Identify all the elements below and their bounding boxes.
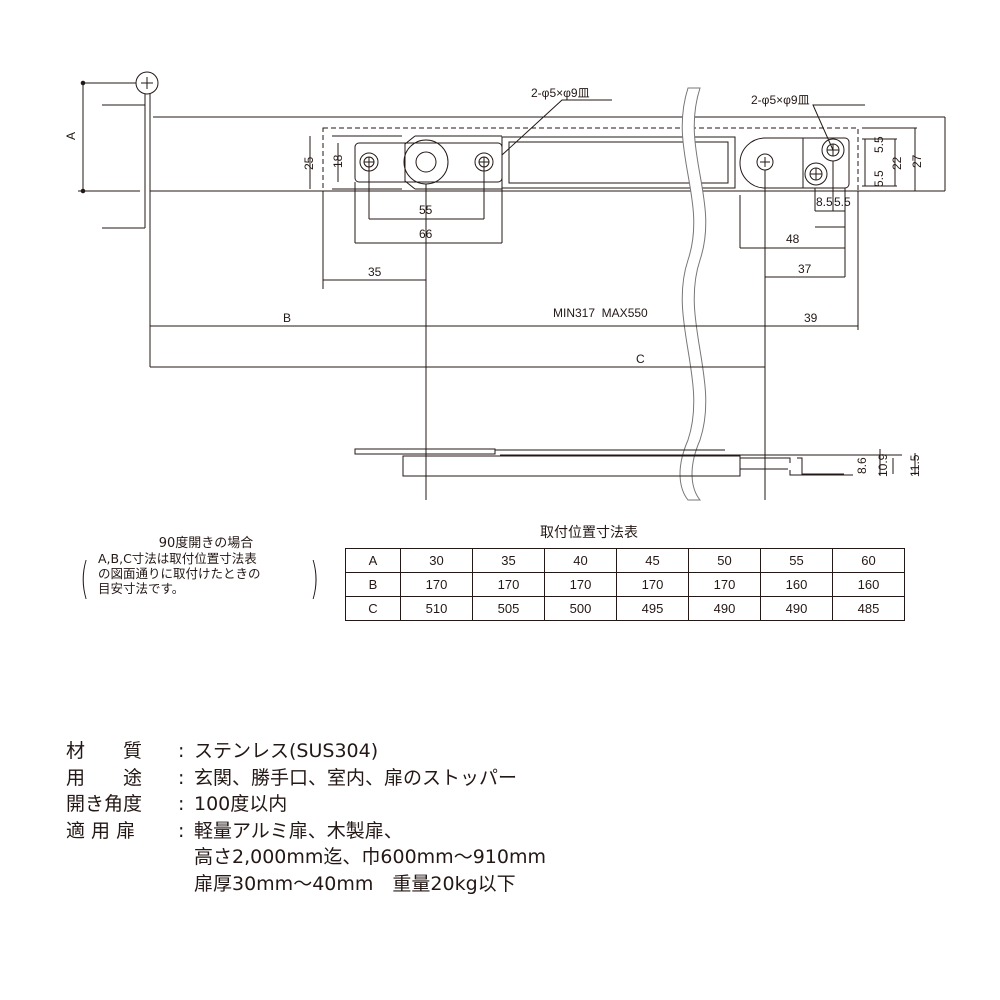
spec-value: ステンレス(SUS304) xyxy=(194,740,379,762)
left-paren: ( xyxy=(80,553,89,604)
cell: 55 xyxy=(760,548,833,573)
right-paren: ) xyxy=(310,553,319,604)
cell: 170 xyxy=(544,572,617,597)
dim-label-25: 25 xyxy=(302,156,316,170)
door-frame xyxy=(102,71,946,367)
dim-label-B: B xyxy=(283,311,291,325)
spec-row: 扉厚30mm～40mm 重量20kg以下 xyxy=(66,871,546,898)
spec-row: 開き角度:100度以内 xyxy=(66,791,546,818)
cell: 170 xyxy=(616,572,689,597)
cell: 490 xyxy=(688,596,761,621)
dimension-labels: A 25 18 55 66 35 B MIN317 MAX550 39 C 48… xyxy=(64,86,924,477)
dim-label-8-5: 8.5 xyxy=(816,195,833,209)
note-line: 目安寸法です。 xyxy=(98,581,185,596)
dim-label-35: 35 xyxy=(368,265,382,279)
spec-key: 適 用 扉 xyxy=(66,819,136,842)
spec-row: 材 質:ステンレス(SUS304) xyxy=(66,738,546,765)
dim-label-8-6: 8.6 xyxy=(855,457,869,474)
row-label: A xyxy=(345,548,401,573)
side-view xyxy=(354,448,916,477)
dim-label-5-5: 5.5 xyxy=(834,195,851,209)
cell: 500 xyxy=(544,596,617,621)
dim-label-10-9: 10.9 xyxy=(876,453,890,477)
spec-key: 開き角度 xyxy=(66,793,143,815)
note-line: の図面通りに取付けたときの xyxy=(98,566,261,581)
table-row: B 170 170 170 170 170 160 160 xyxy=(345,572,905,597)
dim-label-5-5-bottom: 5.5 xyxy=(872,170,886,187)
spec-key: 材 質 xyxy=(66,740,143,762)
cell: 40 xyxy=(544,548,617,573)
cell: 170 xyxy=(472,572,545,597)
cell: 485 xyxy=(832,596,905,621)
spec-key xyxy=(66,871,178,898)
mounting-outline-dashed xyxy=(322,127,859,192)
cell: 490 xyxy=(760,596,833,621)
hole-label-right: 2-φ5×φ9皿 xyxy=(751,93,810,107)
cell: 160 xyxy=(760,572,833,597)
dim-label-5-5-top: 5.5 xyxy=(872,136,886,153)
cell: 30 xyxy=(400,548,473,573)
hole-label-left: 2-φ5×φ9皿 xyxy=(531,86,590,100)
dimension-lines xyxy=(150,99,917,500)
spec-row: 用 途:玄関、勝手口、室内、扉のストッパー xyxy=(66,765,546,792)
cell: 170 xyxy=(400,572,473,597)
row-label: C xyxy=(345,596,401,621)
right-catch xyxy=(739,137,850,189)
cell: 510 xyxy=(400,596,473,621)
mounting-dimension-table: A 30 35 40 45 50 55 60 B 170 170 170 170… xyxy=(345,548,905,621)
cell: 495 xyxy=(616,596,689,621)
table-row: A 30 35 40 45 50 55 60 xyxy=(345,548,905,573)
dim-label-range: MIN317 MAX550 xyxy=(553,306,648,320)
cell: 45 xyxy=(616,548,689,573)
spec-value: 玄関、勝手口、室内、扉のストッパー xyxy=(194,766,518,789)
cell: 505 xyxy=(472,596,545,621)
cell: 60 xyxy=(832,548,905,573)
spec-list: 材 質:ステンレス(SUS304) 用 途:玄関、勝手口、室内、扉のストッパー … xyxy=(66,738,546,897)
opening-90-note: 90度開きの場合 A,B,C寸法は取付位置寸法表 の図面通りに取付けたときの 目… xyxy=(86,536,326,596)
dim-label-C: C xyxy=(636,352,645,366)
dim-label-48: 48 xyxy=(786,232,800,246)
note-title: 90度開きの場合 xyxy=(158,536,254,551)
dim-label-11-5: 11.5 xyxy=(908,454,922,477)
cell: 160 xyxy=(832,572,905,597)
dim-label-A: A xyxy=(64,132,78,140)
spec-value: 軽量アルミ扉、木製扉、 xyxy=(194,819,403,842)
spec-value: 扉厚30mm～40mm 重量20kg以下 xyxy=(194,872,516,895)
technical-drawing: A 25 18 55 66 35 B MIN317 MAX550 39 C 48… xyxy=(64,71,946,501)
dim-label-39: 39 xyxy=(804,311,818,325)
spec-row: 適 用 扉:軽量アルミ扉、木製扉、 xyxy=(66,818,546,845)
spec-row: 高さ2,000mm迄、巾600mm～910mm xyxy=(66,844,546,871)
dim-label-22: 22 xyxy=(890,156,904,170)
left-plate xyxy=(332,135,503,190)
dim-label-27: 27 xyxy=(910,154,924,168)
cell: 35 xyxy=(472,548,545,573)
table-row: C 510 505 500 495 490 490 485 xyxy=(345,596,905,621)
spec-key xyxy=(66,844,178,871)
spec-key: 用 途 xyxy=(66,766,143,789)
dim-label-55: 55 xyxy=(419,203,433,217)
dim-A xyxy=(78,80,140,194)
table-title: 取付位置寸法表 xyxy=(540,525,638,541)
dim-label-18: 18 xyxy=(331,154,345,168)
row-label: B xyxy=(345,572,401,597)
dim-label-66: 66 xyxy=(419,227,433,241)
note-line: A,B,C寸法は取付位置寸法表 xyxy=(98,551,257,566)
break-wave xyxy=(679,87,707,501)
cell: 50 xyxy=(688,548,761,573)
dim-label-37: 37 xyxy=(798,262,812,276)
spec-value: 100度以内 xyxy=(194,793,288,815)
channel-rail xyxy=(501,136,736,189)
spec-value: 高さ2,000mm迄、巾600mm～910mm xyxy=(194,846,546,868)
cell: 170 xyxy=(688,572,761,597)
